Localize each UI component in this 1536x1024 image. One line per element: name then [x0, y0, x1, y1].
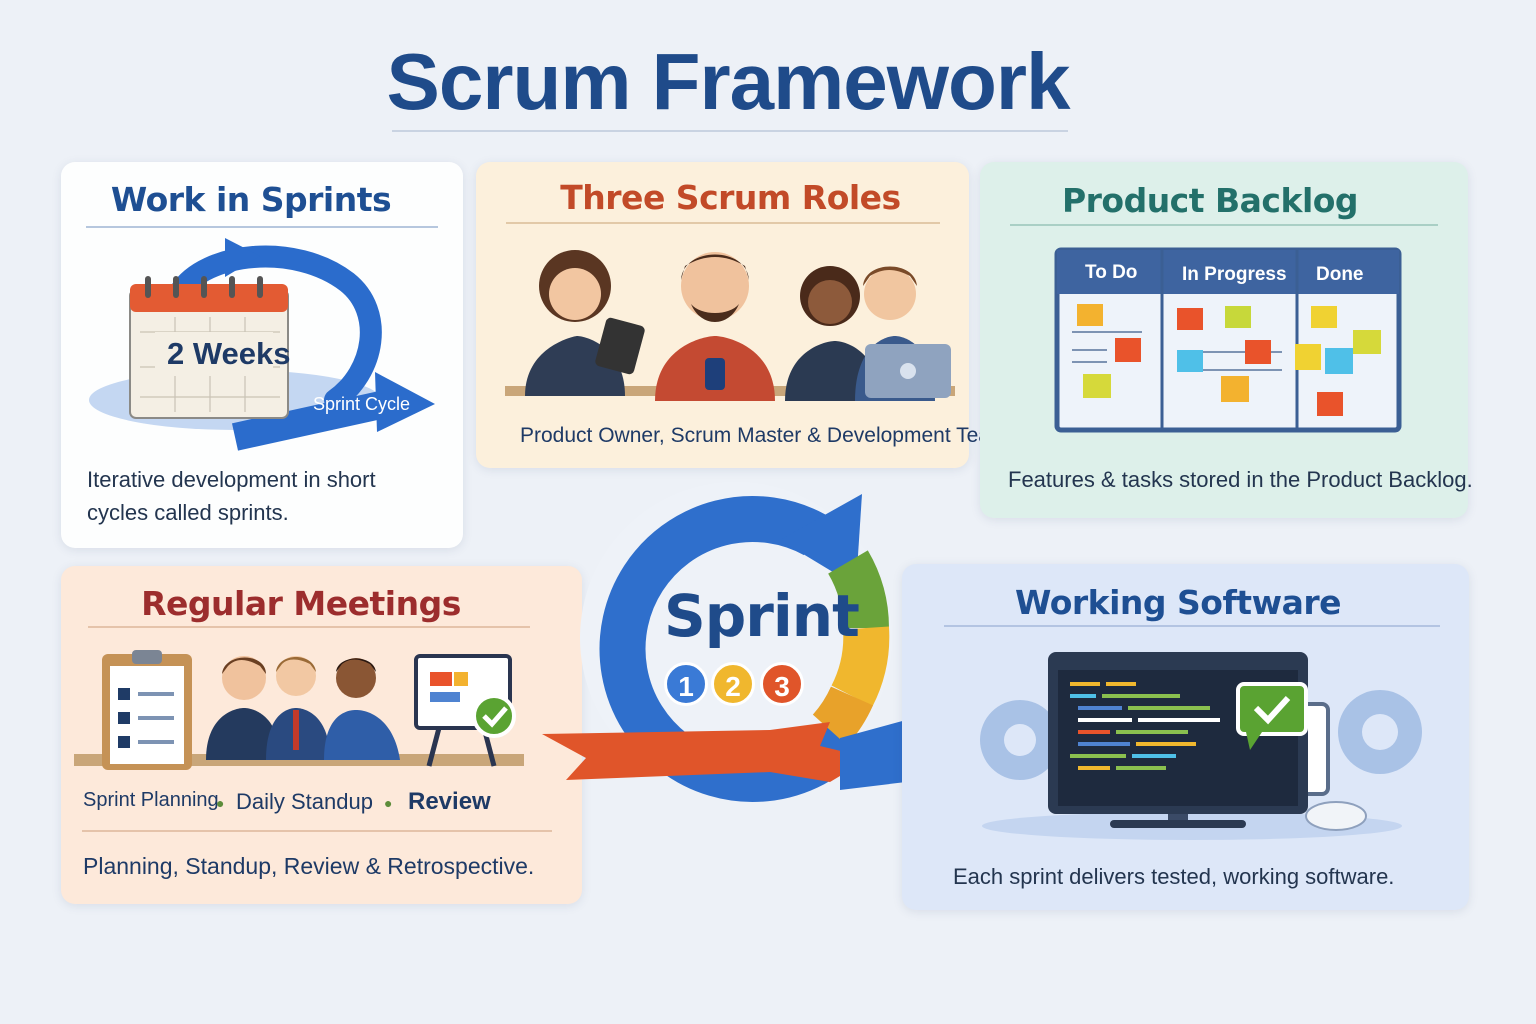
monitor-icon	[980, 652, 1422, 840]
center-sprint-label: Sprint	[664, 582, 860, 650]
backlog-column-todo: To Do	[1085, 262, 1138, 283]
sprints-divider	[86, 226, 438, 228]
meetings-heading: Regular Meetings	[141, 584, 461, 623]
calendar-icon	[89, 238, 435, 451]
meeting-item-sprint-planning: Sprint Planning	[83, 789, 219, 811]
mouse-icon	[1305, 801, 1367, 831]
meetings-description: Planning, Standup, Review & Retrospectiv…	[83, 853, 535, 879]
calendar-label: 2 Weeks	[167, 336, 291, 371]
backlog-column-in-progress: In Progress	[1182, 264, 1287, 285]
backlog-column-done: Done	[1316, 264, 1364, 285]
meetings-divider	[88, 626, 530, 628]
meeting-item-review: Review	[408, 788, 491, 815]
software-heading: Working Software	[1014, 583, 1342, 622]
step-badge-3: 3	[760, 662, 804, 706]
roles-heading: Three Scrum Roles	[560, 178, 901, 217]
meeting-separator-dot: ●	[216, 795, 225, 811]
kanban-board	[1054, 247, 1402, 433]
check-icon	[472, 694, 516, 738]
sprints-heading: Work in Sprints	[110, 180, 392, 219]
clipboard-icon	[102, 650, 192, 770]
sprint-cycle-label: Sprint Cycle	[313, 394, 411, 414]
step-badge-1: 1	[664, 662, 708, 706]
backlog-divider	[1010, 224, 1438, 226]
team-illustration	[505, 250, 955, 401]
presentation-board-icon	[414, 654, 512, 767]
step-badge-2: 2	[711, 662, 755, 706]
page-title: Scrum Framework	[386, 37, 1070, 126]
software-description: Each sprint delivers tested, working sof…	[953, 864, 1395, 889]
software-divider	[944, 625, 1440, 627]
meeting-item-daily-standup: Daily Standup	[236, 789, 373, 814]
meetings-divider-bottom	[82, 830, 552, 832]
meeting-separator-dot: ●	[384, 795, 393, 811]
roles-divider	[506, 222, 940, 224]
roles-caption: Product Owner, Scrum Master & Developmen…	[520, 424, 1008, 447]
title-divider	[392, 130, 1068, 132]
meeting-illustration	[74, 650, 524, 770]
sprints-description: Iterative development in short cycles ca…	[87, 467, 376, 525]
backlog-heading: Product Backlog	[1061, 181, 1359, 220]
backlog-description: Features & tasks stored in the Product B…	[1008, 467, 1473, 492]
